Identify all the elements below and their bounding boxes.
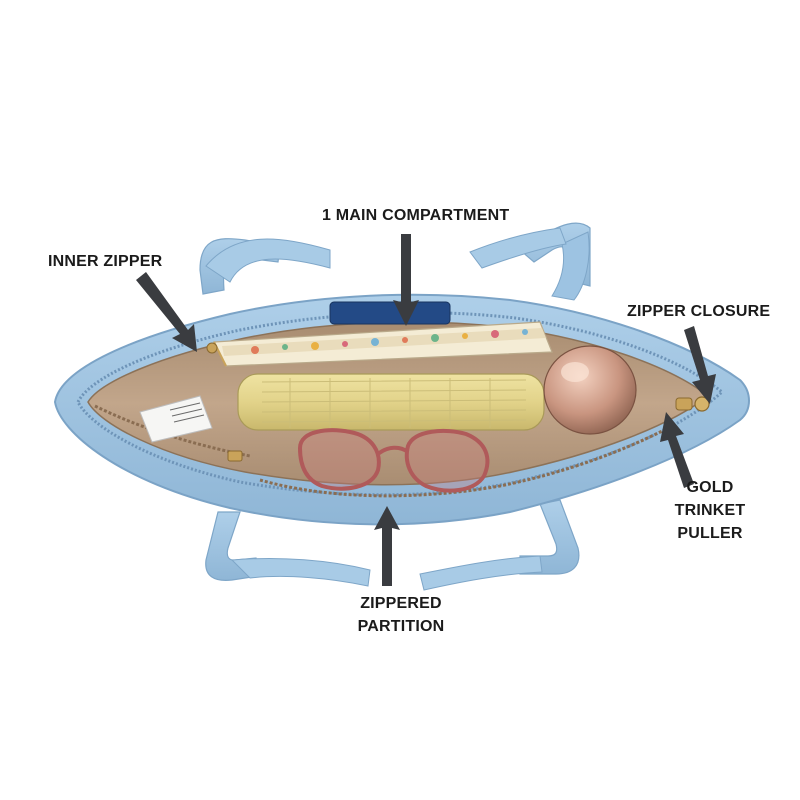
tag-card-icon [139, 395, 213, 443]
callout-main-compartment-text: 1 MAIN COMPARTMENT [322, 207, 510, 224]
callout-arrows [136, 234, 716, 586]
callout-partition-line-2: PARTITION [357, 618, 445, 635]
callout-main-compartment: 1 MAIN COMPARTMENT [322, 204, 510, 227]
zipper-puller-icon [206, 342, 710, 412]
callout-zippered-partition: ZIPPERED PARTITION [346, 592, 456, 638]
callout-partition-line-1: ZIPPERED [360, 595, 442, 612]
callout-zipper-closure: ZIPPER CLOSURE [627, 300, 770, 323]
callout-gold-line-2: TRINKET [674, 502, 746, 519]
floral-pouch-icon [213, 321, 553, 367]
sunglasses-icon [297, 428, 490, 493]
callout-gold-line-1: GOLD [686, 479, 734, 496]
callout-gold-line-3: PULLER [677, 525, 743, 542]
callout-inner-zipper: INNER ZIPPER [48, 250, 162, 273]
callout-zipper-closure-text: ZIPPER CLOSURE [627, 303, 771, 320]
top-handles [199, 222, 591, 301]
candle-jar-icon [543, 345, 637, 435]
yellow-wallet-icon [237, 373, 545, 431]
callout-gold-trinket-puller: GOLD TRINKET PULLER [668, 476, 752, 545]
bottom-handles [205, 499, 580, 591]
callout-inner-zipper-text: INNER ZIPPER [48, 253, 163, 270]
